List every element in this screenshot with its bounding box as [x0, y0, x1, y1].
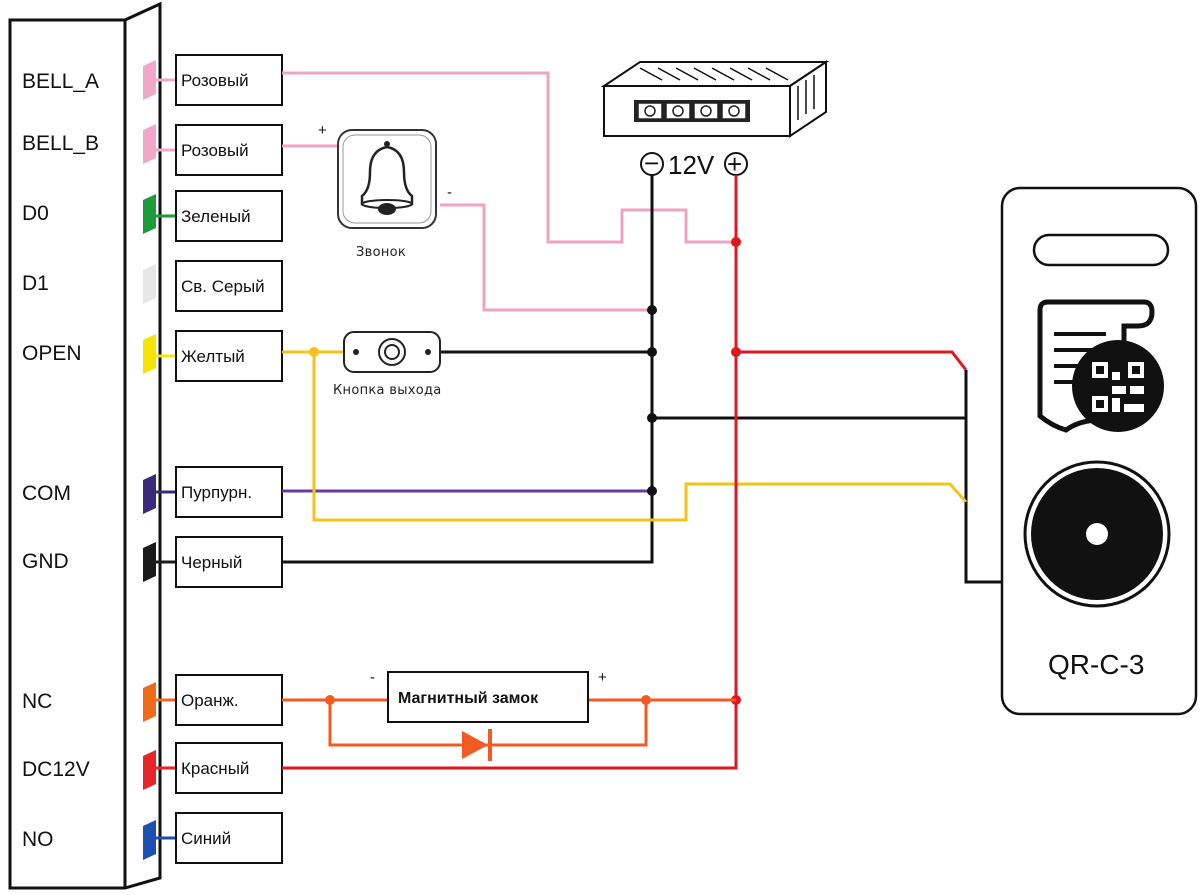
bell-label: Звонок [356, 245, 406, 260]
wire-label: Св. Серый [181, 277, 265, 296]
reader-model-label: QR-C-3 [1048, 649, 1144, 680]
pin-label: BELL_B [22, 132, 99, 155]
wire-stub-bell-a [143, 60, 156, 100]
wire-label: Желтый [181, 347, 245, 366]
pin-label: DC12V [22, 758, 90, 781]
junction-dots [309, 237, 741, 705]
rfid-reader-icon [1023, 460, 1171, 608]
lock-plus-sign: + [598, 669, 607, 686]
wire-stub-gnd [143, 542, 156, 582]
wire-stub-nc [143, 682, 156, 722]
controller-body [8, 1, 162, 890]
power-voltage-label: 12V [668, 150, 715, 180]
wire-label: Синий [181, 829, 231, 848]
wire-stub-d0 [143, 194, 156, 234]
exit-button-label: Кнопка выхода [333, 383, 442, 398]
lock-label: Магнитный замок [398, 690, 539, 707]
wire-stub-open [143, 334, 156, 374]
pin-label: D0 [22, 202, 49, 225]
plus-terminal-sign: + [727, 149, 742, 179]
power-supply: − 12V + [600, 60, 830, 180]
pink-wires [282, 71, 736, 312]
pin-label: GND [22, 550, 69, 573]
wire-label: Розовый [181, 141, 249, 160]
wire-label: Пурпурн. [181, 483, 252, 502]
pin-label: BELL_A [22, 70, 99, 93]
pin-label: OPEN [22, 342, 82, 365]
pin-label: NC [22, 690, 52, 713]
lock-minus-sign: - [370, 669, 375, 686]
bell-minus-sign: - [447, 184, 452, 201]
wire-stub-com [143, 474, 156, 514]
pin-label: D1 [22, 272, 49, 295]
bell-icon [360, 141, 414, 215]
pin-labels: BELL_A BELL_B D0 D1 OPEN COM GND NC DC12… [22, 70, 99, 851]
exit-button-component: Кнопка выхода [333, 331, 442, 398]
bell-component: + - Звонок [318, 122, 452, 260]
bell-plus-sign: + [318, 122, 327, 139]
push-button-icon [378, 338, 406, 366]
diode-icon [462, 729, 492, 761]
wire-label: Розовый [181, 71, 249, 90]
yellow-wire [312, 352, 968, 522]
pin-label: COM [22, 482, 71, 505]
wire-stub-dc12v [143, 750, 156, 790]
magnetic-lock: Магнитный замок - + [370, 669, 607, 723]
wire-stubs [143, 60, 176, 860]
pin-label: NO [22, 828, 54, 851]
wire-label: Красный [181, 759, 249, 778]
wire-label: Черный [181, 553, 242, 572]
wire-label: Зеленый [181, 207, 251, 226]
wire-stub-d1 [143, 264, 156, 304]
minus-terminal-sign: − [644, 148, 659, 178]
wire-stub-no [143, 820, 156, 860]
red-wires [282, 175, 968, 770]
qr-reader: QR-C-3 [1000, 186, 1198, 716]
wire-stub-bell-b [143, 124, 156, 164]
qr-receipt-icon [1037, 299, 1164, 433]
wire-label-boxes: Розовый Розовый Зеленый Св. Серый Желтый… [175, 54, 283, 864]
wire-label: Оранж. [181, 691, 239, 710]
